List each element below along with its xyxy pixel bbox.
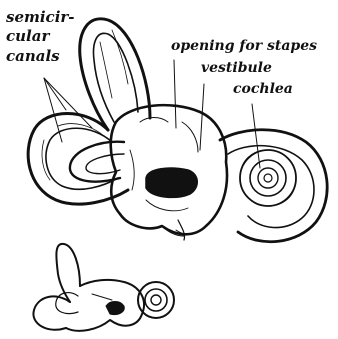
label-semicircular-canals-line2: cular <box>6 29 49 44</box>
superior-semicircular-canal <box>80 19 150 130</box>
oval-window <box>146 168 197 197</box>
cochlea-spiral <box>220 130 327 242</box>
small-labyrinth-outline <box>33 244 174 331</box>
label-semicircular-canals-line3: canals <box>6 49 60 64</box>
label-opening-for-stapes: opening for stapes <box>171 39 317 53</box>
small-oval-window <box>106 302 124 315</box>
label-cochlea: cochlea <box>233 82 293 96</box>
label-vestibule: vestibule <box>201 61 272 75</box>
label-semicircular-canals-line1: semicir- <box>6 10 75 25</box>
lateral-semicircular-canal <box>70 142 124 182</box>
